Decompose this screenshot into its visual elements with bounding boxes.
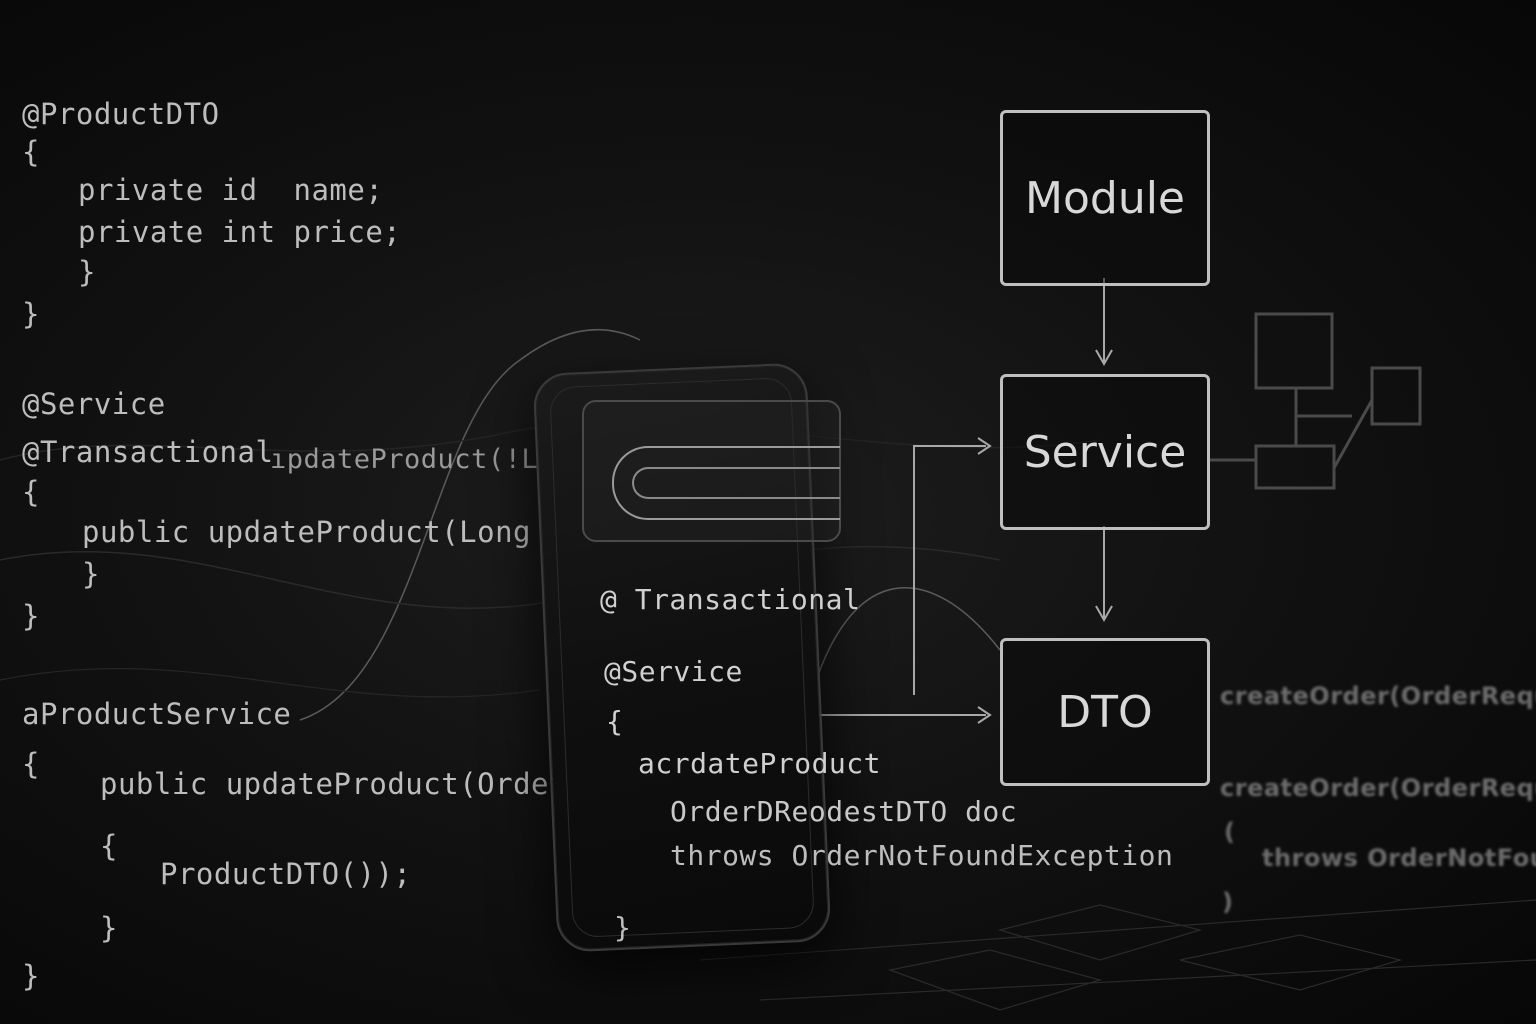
code-line: { <box>100 829 118 863</box>
code-line: @Transactional <box>22 435 274 469</box>
code-line: } <box>100 911 118 945</box>
code-line: { <box>22 747 40 781</box>
code-line: } <box>22 959 40 993</box>
blurred-code-line: ( <box>1224 818 1236 846</box>
faint-diagram <box>1210 312 1422 490</box>
code-line: } <box>22 297 40 331</box>
phone-code-line: acrdateProduct <box>638 747 882 780</box>
code-line: { <box>22 135 40 169</box>
code-line: ıpdateProduct(!Lon <box>270 444 572 475</box>
dto-label: DTO <box>1057 686 1153 738</box>
phone-code-line: throws OrderNotFoundException <box>670 839 1174 872</box>
code-line: ProductDTO()); <box>160 857 412 891</box>
code-line: } <box>78 255 96 289</box>
service-box: Service <box>1000 374 1210 530</box>
phone-code-line: } <box>614 911 632 944</box>
blurred-code-line: createOrder(OrderRequest <box>1220 682 1536 710</box>
phone-code-line: @Service <box>604 655 743 688</box>
code-line: } <box>22 599 40 633</box>
module-label: Module <box>1025 172 1185 224</box>
module-box: Module <box>1000 110 1210 286</box>
code-line: aProductService <box>22 697 292 731</box>
phone-code-line: { <box>606 705 624 738</box>
code-line: { <box>22 475 40 509</box>
code-line: } <box>82 557 100 591</box>
code-line: public updateProduct(Long id, <box>82 515 603 549</box>
code-line: private int price; <box>78 215 402 249</box>
toggle-track <box>632 467 840 499</box>
dto-box: DTO <box>1000 638 1210 786</box>
blurred-code-line: createOrder(OrderRequestDTO <box>1220 774 1536 802</box>
code-line: @ProductDTO <box>22 97 220 131</box>
toggle-outline <box>612 446 840 520</box>
code-line: @Service <box>22 387 166 421</box>
phone-code-line: @ Transactional <box>600 583 861 616</box>
service-label: Service <box>1023 426 1187 478</box>
blurred-code-line: ) <box>1222 888 1234 916</box>
code-line: private id name; <box>78 173 384 207</box>
phone-code-line: OrderDReodestDTO doc <box>670 795 1018 828</box>
blurred-code-line: throws OrderNotFoundException <box>1262 844 1536 872</box>
